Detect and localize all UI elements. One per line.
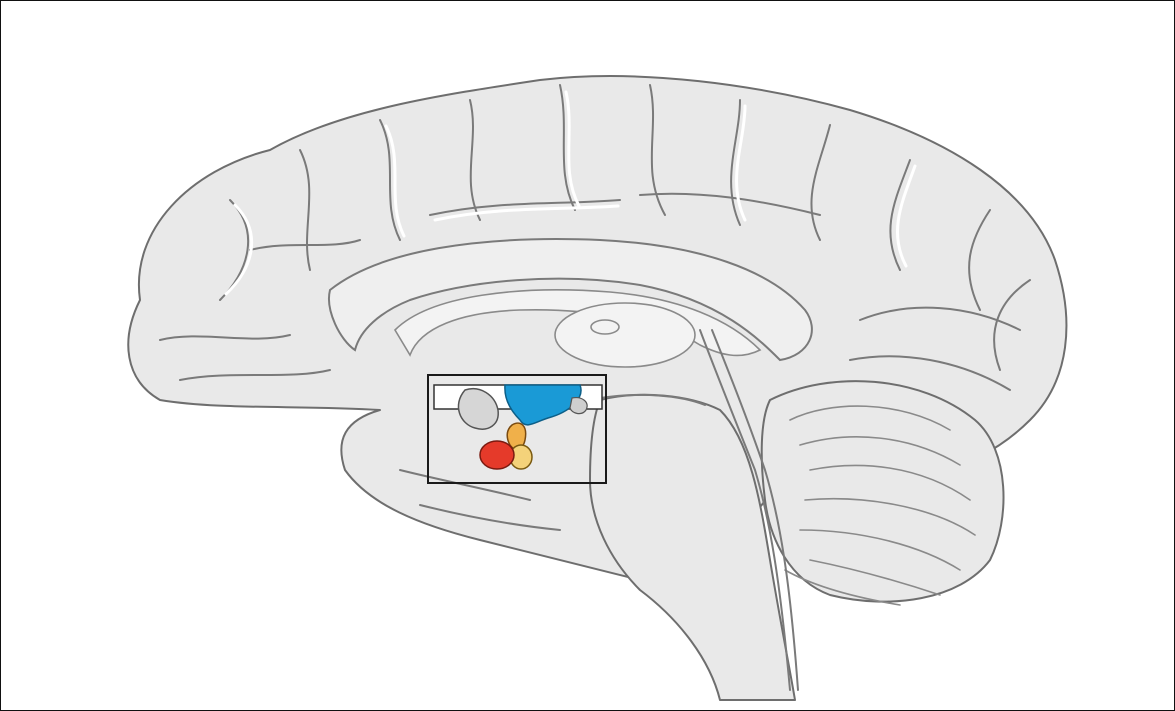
anterior-pituitary-region [480,441,514,469]
mammillary-body [570,398,587,414]
interthalamic-adhesion [591,320,619,334]
cerebellum [762,381,1004,602]
thalamus [555,303,695,367]
